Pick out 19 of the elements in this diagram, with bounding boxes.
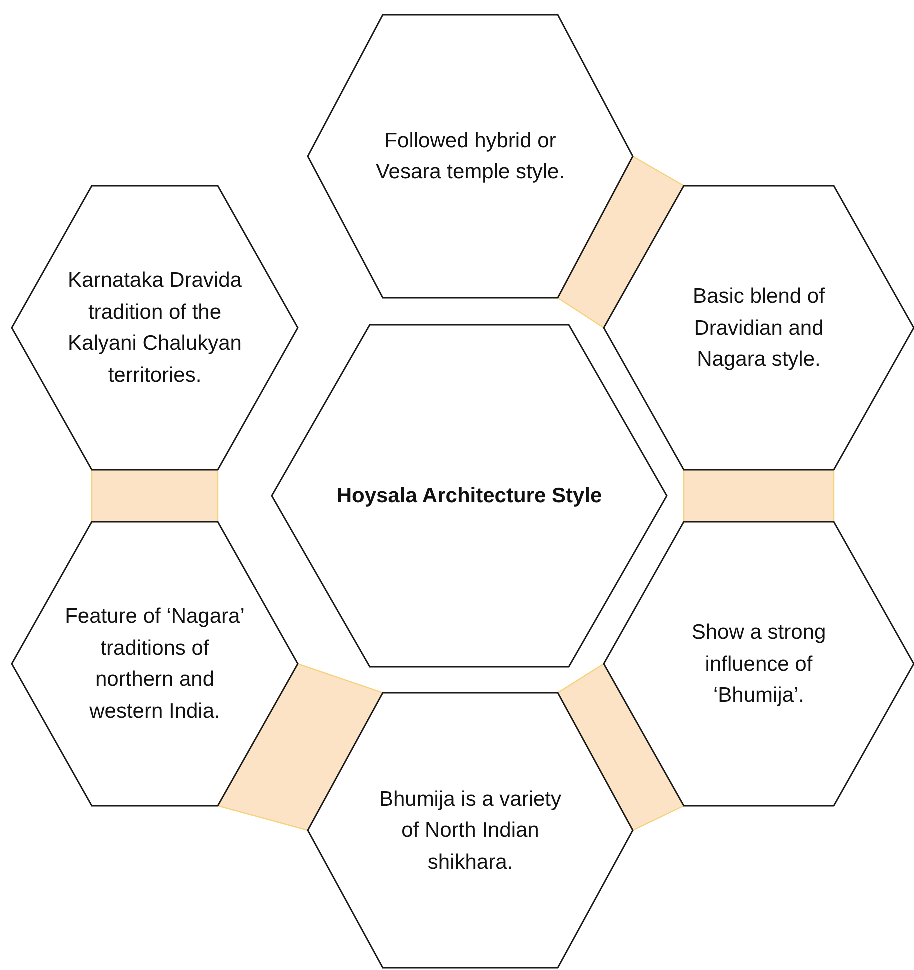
hexagon-text: Feature of ‘Nagara’ traditions of northern and western India. (65, 604, 245, 724)
hexagon-text: Show a strong influence of ‘Bhumija’. (690, 620, 828, 709)
hexagon (307, 692, 634, 969)
connector-band (91, 469, 219, 523)
connector-band (557, 156, 685, 329)
connector-band (683, 469, 835, 523)
central-heading: Hoysala Architecture Style (336, 483, 604, 510)
hexagon (603, 185, 914, 471)
connector-band (557, 663, 685, 832)
hexagon-text: Karnataka Dravida tradition of the Kalyani Chalukyan territories. (68, 268, 242, 388)
hexagon (271, 324, 668, 668)
hexagon (603, 521, 914, 807)
connector-band (217, 663, 384, 832)
hexagon (11, 521, 299, 807)
hexagon (11, 185, 299, 471)
hexagon (307, 14, 634, 299)
hexagon-text: Bhumija is a variety of North Indian shikhara. (378, 786, 563, 876)
hexagon-text: Basic blend of Dravidian and Nagara style. (692, 284, 826, 373)
hexagon-text: Followed hybrid or Vesara temple style. (374, 128, 566, 186)
